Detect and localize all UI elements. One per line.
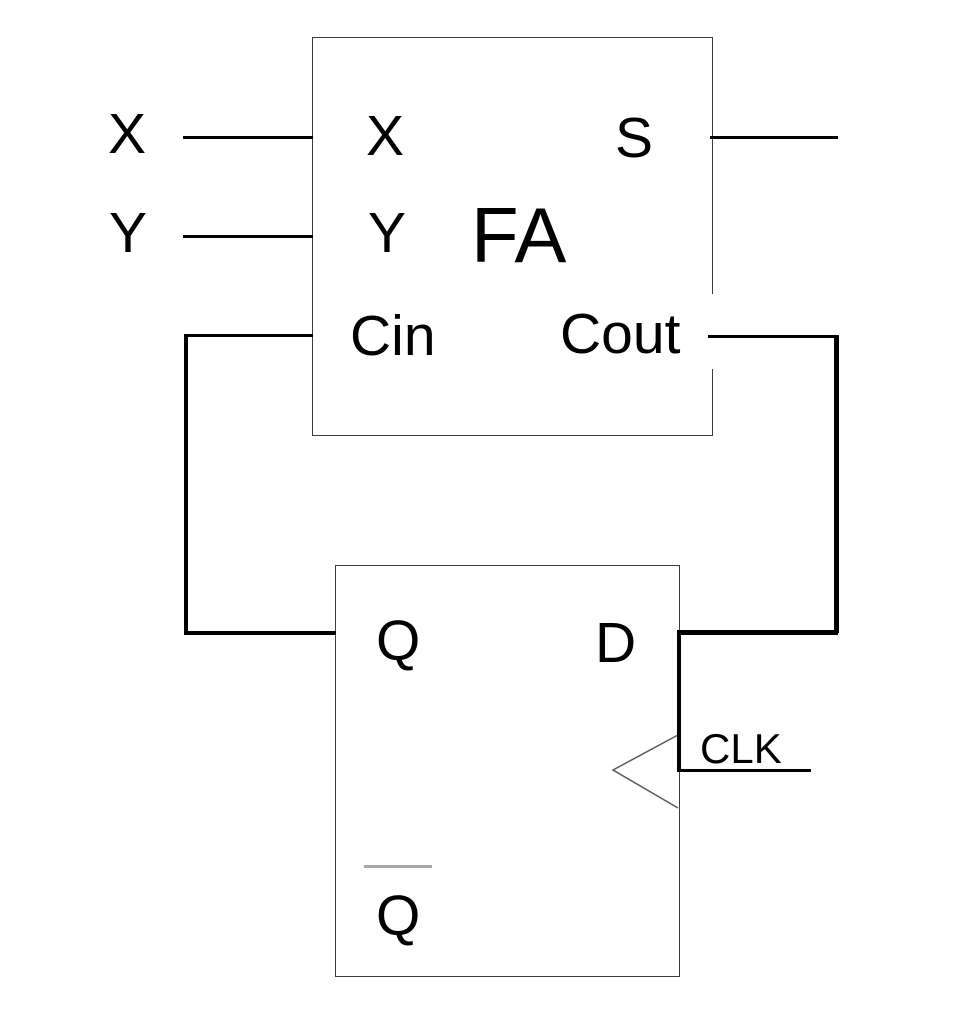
dff-pin-clk: CLK xyxy=(700,725,782,772)
dff-pin-q: Q xyxy=(376,609,421,673)
fa-pin-cout: Cout xyxy=(560,302,681,366)
fa-pin-x: X xyxy=(366,104,405,168)
input-x-label: X xyxy=(108,102,147,166)
wire-output-s xyxy=(710,136,838,139)
wire-cin xyxy=(185,334,313,337)
fa-pin-y: Y xyxy=(368,201,407,265)
fa-border-gap xyxy=(704,294,722,369)
clock-edge-triangle-icon xyxy=(611,734,679,809)
wire-input-y xyxy=(183,235,313,238)
wire-clk xyxy=(678,769,811,772)
input-y-label: Y xyxy=(109,201,148,265)
wire-cout xyxy=(708,335,838,338)
qbar-overline xyxy=(364,865,432,868)
wire-cout-vertical xyxy=(834,335,839,633)
wire-feedback-horizontal xyxy=(184,631,336,635)
fa-pin-s: S xyxy=(615,106,654,170)
wire-feedback-vertical xyxy=(184,334,188,635)
wire-d xyxy=(678,630,838,635)
wire-dff-edge-vertical xyxy=(676,630,681,772)
dff-pin-qbar: Q xyxy=(376,884,421,948)
fa-pin-cin: Cin xyxy=(350,304,436,368)
dff-pin-d: D xyxy=(595,611,637,675)
fa-title: FA xyxy=(471,191,567,279)
wire-input-x xyxy=(183,136,313,139)
